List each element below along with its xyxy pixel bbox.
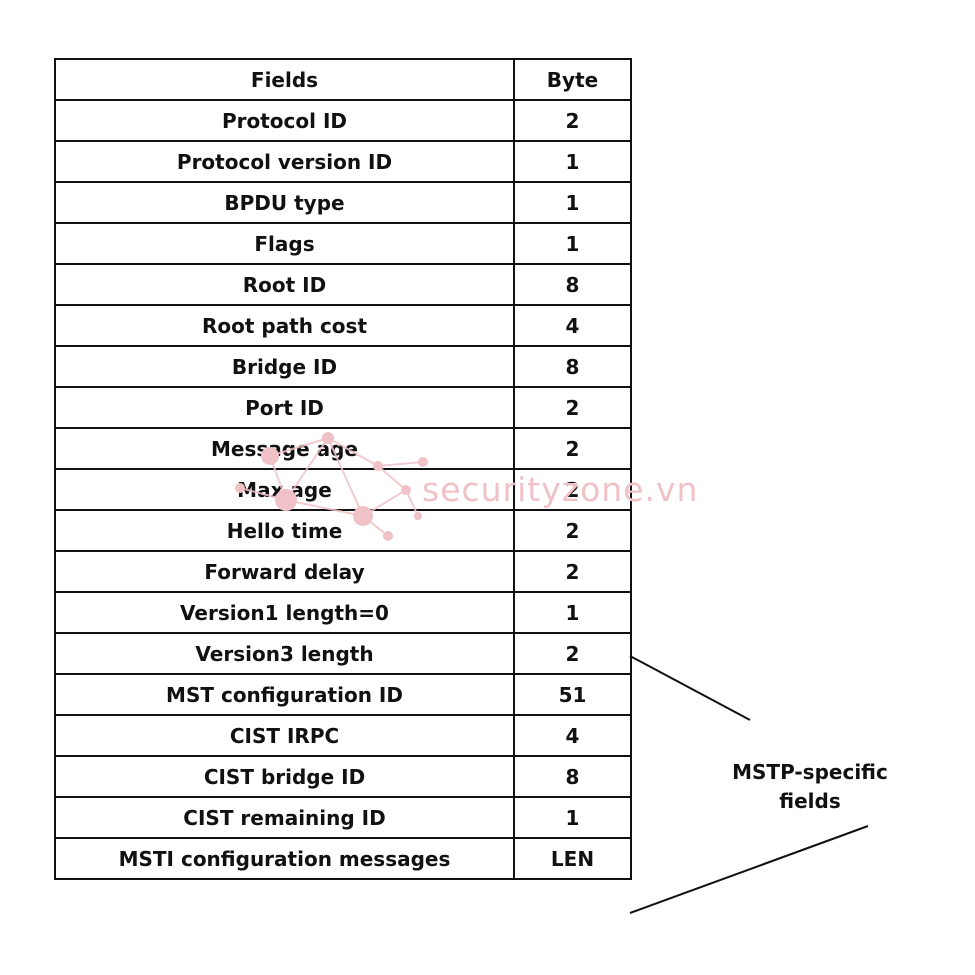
field-name-cell: Root path cost (54, 304, 515, 347)
byte-size-cell: 2 (513, 550, 632, 593)
byte-size-cell: 2 (513, 468, 632, 511)
field-name-cell: Protocol version ID (54, 140, 515, 183)
byte-size-cell: 8 (513, 755, 632, 798)
field-name-cell: Version1 length=0 (54, 591, 515, 634)
header-fields: Fields (54, 58, 515, 101)
bracket-lower-line (629, 825, 869, 914)
field-name-cell: Max age (54, 468, 515, 511)
byte-size-cell: 2 (513, 99, 632, 142)
byte-size-cell: 1 (513, 222, 632, 265)
field-name-cell: Message age (54, 427, 515, 470)
field-name-cell: Bridge ID (54, 345, 515, 388)
byte-size-cell: 8 (513, 263, 632, 306)
field-name-cell: CIST remaining ID (54, 796, 515, 839)
field-name-cell: Flags (54, 222, 515, 265)
field-name-cell: Hello time (54, 509, 515, 552)
byte-size-cell: 1 (513, 140, 632, 183)
byte-size-cell: 2 (513, 427, 632, 470)
field-name-cell: Root ID (54, 263, 515, 306)
table-header-row: Fields Byte (54, 58, 632, 101)
byte-size-cell: 2 (513, 632, 632, 675)
field-name-cell: CIST IRPC (54, 714, 515, 757)
byte-size-cell: LEN (513, 837, 632, 880)
field-name-cell: MSTI configuration messages (54, 837, 515, 880)
byte-size-cell: 1 (513, 181, 632, 224)
field-name-cell: MST configuration ID (54, 673, 515, 716)
field-name-cell: Port ID (54, 386, 515, 429)
byte-size-cell: 4 (513, 714, 632, 757)
byte-size-cell: 2 (513, 386, 632, 429)
field-name-cell: Protocol ID (54, 99, 515, 142)
field-name-cell: CIST bridge ID (54, 755, 515, 798)
mstp-specific-fields-label: MSTP-specific fields (732, 760, 888, 813)
byte-size-cell: 8 (513, 345, 632, 388)
byte-size-cell: 1 (513, 591, 632, 634)
field-name-cell: Version3 length (54, 632, 515, 675)
byte-size-cell: 4 (513, 304, 632, 347)
byte-size-cell: 1 (513, 796, 632, 839)
bracket-upper-line (629, 655, 751, 721)
header-byte: Byte (513, 58, 632, 101)
field-name-cell: Forward delay (54, 550, 515, 593)
byte-size-cell: 51 (513, 673, 632, 716)
field-name-cell: BPDU type (54, 181, 515, 224)
byte-size-cell: 2 (513, 509, 632, 552)
